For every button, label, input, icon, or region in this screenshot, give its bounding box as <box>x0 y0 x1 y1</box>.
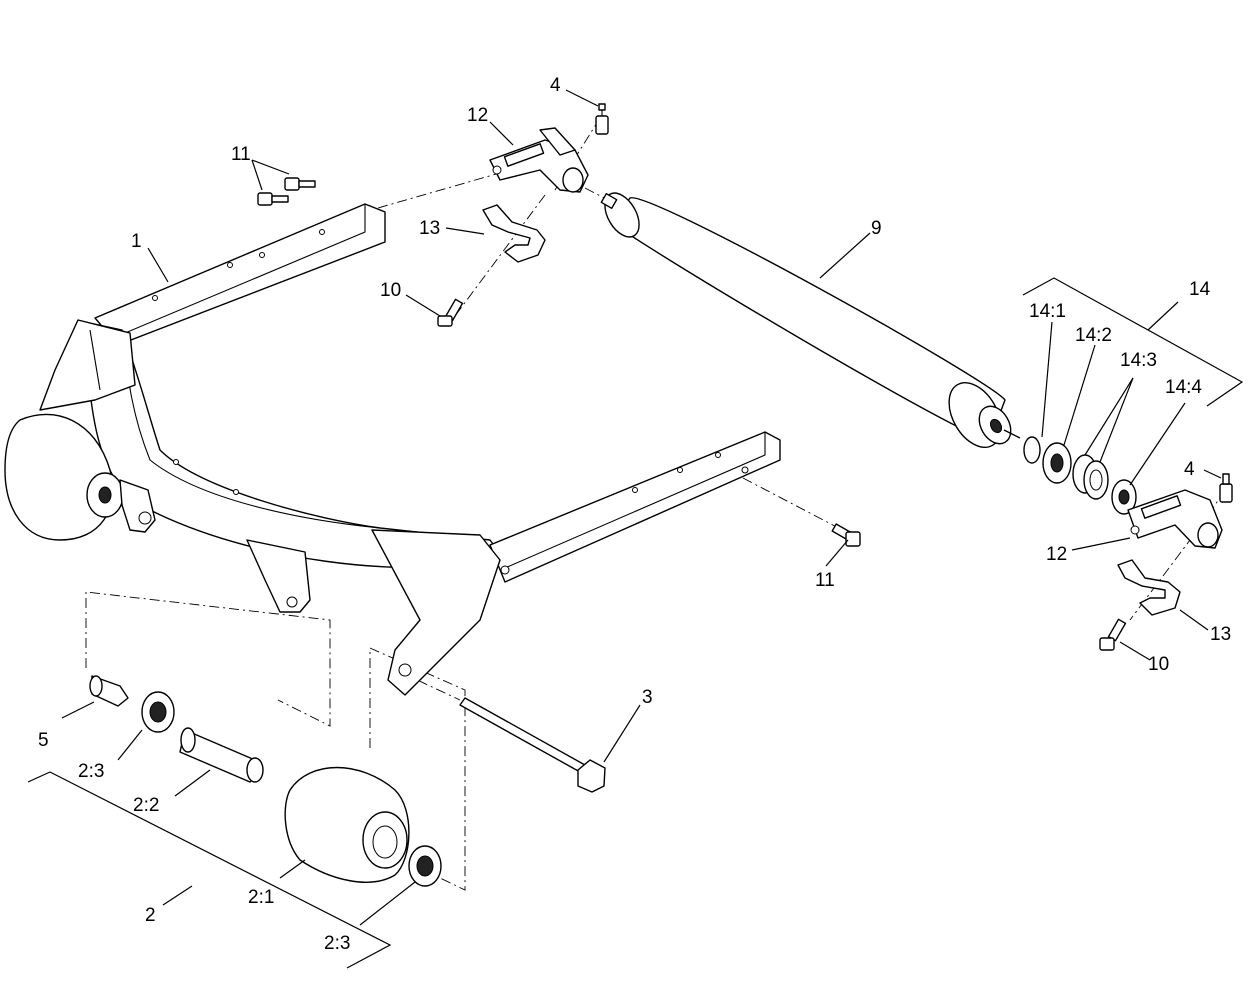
callout-5: 5 <box>38 730 49 751</box>
spacer-5 <box>89 675 129 707</box>
callout-13-right: 13 <box>1210 624 1231 645</box>
roller-tube <box>600 192 1021 448</box>
callout-11-top: 11 <box>231 144 251 165</box>
callout-labels: 1 11 12 4 13 10 9 14 14:1 14:2 14:3 14:4… <box>38 75 1231 954</box>
bracket-right <box>1127 489 1223 549</box>
axle-bolt <box>459 697 606 793</box>
callout-14-3: 14:3 <box>1120 350 1157 371</box>
callout-12-right: 12 <box>1046 544 1067 565</box>
bracket-top <box>489 127 589 193</box>
callout-14-4: 14:4 <box>1165 377 1202 398</box>
bearing-2-3-upper <box>141 691 175 733</box>
clip-right <box>1117 559 1181 616</box>
main-frame <box>39 203 781 696</box>
leader-lines <box>27 89 1244 969</box>
callout-3: 3 <box>642 687 653 708</box>
callout-10-top: 10 <box>380 280 401 301</box>
spacer-2-2 <box>179 727 264 783</box>
callout-2-2: 2:2 <box>133 795 159 816</box>
callout-10-right: 10 <box>1148 654 1169 675</box>
callout-2: 2 <box>145 905 156 926</box>
callout-1: 1 <box>131 231 142 252</box>
bearing-components <box>1023 436 1137 515</box>
bolt-10-right <box>1099 618 1127 651</box>
bolt-4-top <box>595 103 609 135</box>
callout-12-top: 12 <box>467 105 488 126</box>
callout-2-1: 2:1 <box>248 887 274 908</box>
callout-14-2: 14:2 <box>1075 325 1112 346</box>
bolts-11-top <box>257 177 316 206</box>
wheel-2-1 <box>284 766 410 883</box>
bolt-10-top <box>437 298 464 327</box>
callout-13-top: 13 <box>419 218 440 239</box>
bearing-2-3-lower <box>408 845 442 887</box>
clip-top <box>482 204 546 263</box>
part-14-1-ring <box>1023 436 1041 464</box>
callout-9: 9 <box>871 218 882 239</box>
callout-2-3-lower: 2:3 <box>324 933 350 954</box>
callout-14-1: 14:1 <box>1029 301 1066 322</box>
callout-4-top: 4 <box>550 75 561 96</box>
bolt-11-right <box>831 523 861 547</box>
bolt-4-right <box>1219 473 1233 503</box>
callout-11-right: 11 <box>815 570 835 591</box>
callout-14: 14 <box>1189 279 1211 300</box>
callout-4-right: 4 <box>1184 459 1195 480</box>
assembled-left-wheel <box>4 413 156 541</box>
callout-2-3-upper: 2:3 <box>78 761 104 782</box>
